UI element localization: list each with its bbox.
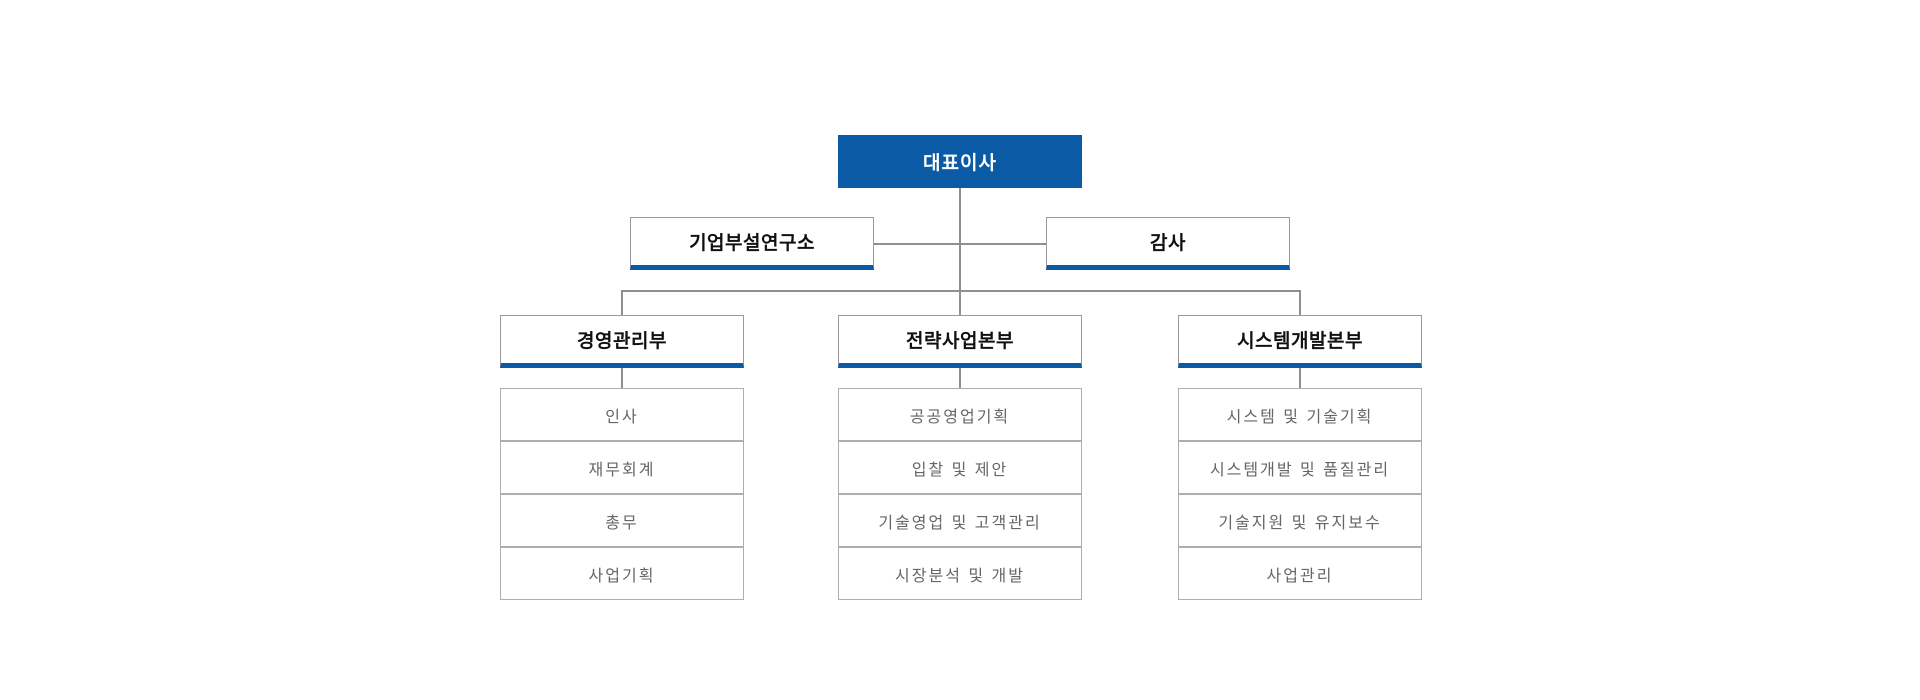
connector-departments-horizontal bbox=[621, 290, 1301, 292]
dept-box-strategic-business: 전략사업본부 bbox=[838, 315, 1082, 368]
staff-label: 기업부설연구소 bbox=[689, 233, 815, 254]
staff-box-auditor: 감사 bbox=[1046, 217, 1290, 270]
team-cell: 재무회계 bbox=[500, 441, 744, 494]
team-label: 기술지원 및 유지보수 bbox=[1218, 514, 1382, 532]
staff-label: 감사 bbox=[1150, 233, 1186, 254]
team-list-management: 인사 재무회계 총무 사업기획 bbox=[500, 388, 744, 600]
connector-drop-teams-3 bbox=[1299, 368, 1301, 388]
team-cell: 사업관리 bbox=[1178, 547, 1422, 600]
team-cell: 사업기획 bbox=[500, 547, 744, 600]
team-label: 시스템개발 및 품질관리 bbox=[1209, 461, 1391, 479]
team-cell: 시스템 및 기술기획 bbox=[1178, 388, 1422, 441]
team-cell: 기술지원 및 유지보수 bbox=[1178, 494, 1422, 547]
connector-ceo-vertical bbox=[959, 188, 961, 291]
team-cell: 시장분석 및 개발 bbox=[838, 547, 1082, 600]
connector-drop-dept-3 bbox=[1299, 290, 1301, 315]
ceo-label: 대표이사 bbox=[923, 153, 997, 174]
team-cell: 시스템개발 및 품질관리 bbox=[1178, 441, 1422, 494]
team-label: 인사 bbox=[605, 408, 639, 426]
team-label: 공공영업기획 bbox=[909, 408, 1011, 426]
dept-title: 경영관리부 bbox=[577, 331, 667, 352]
team-cell: 인사 bbox=[500, 388, 744, 441]
connector-drop-teams-1 bbox=[621, 368, 623, 388]
team-list-system-development: 시스템 및 기술기획 시스템개발 및 품질관리 기술지원 및 유지보수 사업관리 bbox=[1178, 388, 1422, 600]
dept-box-management: 경영관리부 bbox=[500, 315, 744, 368]
connector-staff-horizontal bbox=[874, 243, 1047, 245]
team-label: 시스템 및 기술기획 bbox=[1226, 408, 1374, 426]
connector-drop-dept-1 bbox=[621, 290, 623, 315]
team-label: 시장분석 및 개발 bbox=[895, 567, 1025, 585]
ceo-box: 대표이사 bbox=[838, 135, 1082, 188]
team-label: 기술영업 및 고객관리 bbox=[878, 514, 1042, 532]
team-cell: 입찰 및 제안 bbox=[838, 441, 1082, 494]
dept-box-system-development: 시스템개발본부 bbox=[1178, 315, 1422, 368]
team-list-strategic-business: 공공영업기획 입찰 및 제안 기술영업 및 고객관리 시장분석 및 개발 bbox=[838, 388, 1082, 600]
team-label: 입찰 및 제안 bbox=[911, 461, 1009, 479]
team-label: 사업관리 bbox=[1266, 567, 1334, 585]
connector-drop-teams-2 bbox=[959, 368, 961, 388]
team-cell: 기술영업 및 고객관리 bbox=[838, 494, 1082, 547]
team-label: 사업기획 bbox=[588, 567, 656, 585]
staff-box-research-institute: 기업부설연구소 bbox=[630, 217, 874, 270]
team-label: 재무회계 bbox=[588, 461, 656, 479]
dept-title: 전략사업본부 bbox=[906, 331, 1014, 352]
team-label: 총무 bbox=[605, 514, 639, 532]
team-cell: 공공영업기획 bbox=[838, 388, 1082, 441]
connector-drop-dept-2 bbox=[959, 290, 961, 315]
team-cell: 총무 bbox=[500, 494, 744, 547]
dept-title: 시스템개발본부 bbox=[1237, 331, 1363, 352]
